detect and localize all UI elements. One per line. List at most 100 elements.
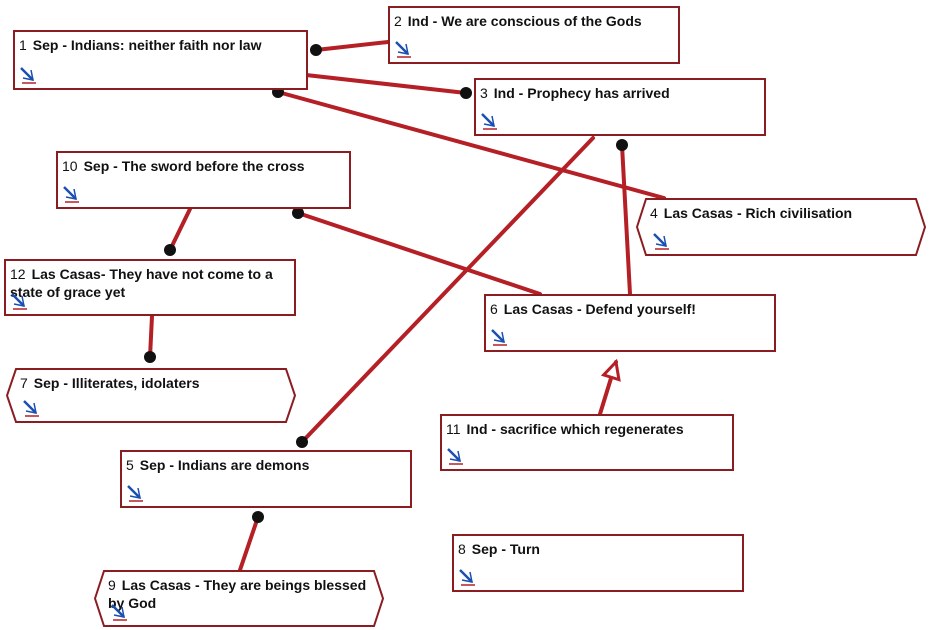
argument-node-5[interactable]: 5 Sep - Indians are demons: [120, 450, 412, 508]
link-line: [300, 136, 595, 444]
node-frame: [440, 414, 734, 471]
argument-node-6[interactable]: 6 Las Casas - Defend yourself!: [484, 294, 776, 352]
node-type-icon: [395, 41, 411, 58]
node-type-icon: [491, 329, 507, 346]
argument-node-3[interactable]: 3 Ind - Prophecy has arrived: [474, 78, 766, 136]
node-number: 9: [108, 577, 116, 593]
node-type-icon: [459, 569, 475, 586]
link-end-dot: [616, 139, 628, 151]
node-type-icon: [20, 67, 36, 84]
node-text: Sep - The sword before the cross: [83, 158, 305, 174]
node-frame: [474, 78, 766, 136]
node-text: Sep - Indians are demons: [139, 457, 310, 473]
link-n2-n1[interactable]: [310, 40, 390, 56]
link-n10-n12[interactable]: [164, 207, 192, 256]
node-number: 12: [10, 266, 26, 282]
link-n3-n5[interactable]: [296, 136, 595, 448]
argument-node-7[interactable]: 7 Sep - Illiterates, idolaters: [6, 368, 296, 423]
node-number: 2: [394, 13, 402, 29]
node-frame: [484, 294, 776, 352]
node-frame: [388, 6, 680, 64]
node-number: 11: [446, 421, 461, 437]
argument-node-1[interactable]: 1 Sep - Indians: neither faith nor law: [13, 30, 308, 90]
node-label: 11 Ind - sacrifice which regenerates: [446, 420, 724, 438]
node-frame: [452, 534, 744, 592]
node-frame: [56, 151, 351, 209]
node-text: Las Casas - Rich civilisation: [663, 205, 853, 221]
node-number: 5: [126, 457, 134, 473]
node-label: 4 Las Casas - Rich civilisation: [650, 204, 916, 222]
node-label: 6 Las Casas - Defend yourself!: [490, 300, 766, 318]
node-label: 3 Ind - Prophecy has arrived: [480, 84, 756, 102]
link-end-dot: [252, 511, 264, 523]
link-line: [620, 143, 632, 296]
link-end-dot: [460, 87, 472, 99]
node-text: Ind - Prophecy has arrived: [493, 85, 670, 101]
link-end-dot: [296, 436, 308, 448]
node-frame: [13, 30, 308, 90]
link-line: [296, 211, 542, 296]
link-line: [238, 515, 260, 572]
node-type-icon: [447, 448, 463, 465]
node-label: 2 Ind - We are conscious of the Gods: [394, 12, 670, 30]
node-text: Ind - We are conscious of the Gods: [407, 13, 642, 29]
node-text: Las Casas- They have not come to a state…: [10, 266, 273, 300]
node-frame: [6, 368, 296, 423]
node-label: 10 Sep - The sword before the cross: [62, 157, 341, 175]
node-text: Sep - Illiterates, idolaters: [33, 375, 200, 391]
link-end-dot: [144, 351, 156, 363]
argument-node-10[interactable]: 10 Sep - The sword before the cross: [56, 151, 351, 209]
link-n6-n10[interactable]: [292, 207, 542, 296]
link-line: [148, 314, 154, 359]
node-frame: [94, 570, 384, 627]
node-text: Las Casas - They are beings blessed by G…: [108, 577, 367, 611]
node-frame: [636, 198, 926, 256]
link-n1-n3[interactable]: [304, 73, 472, 99]
link-n11-n6[interactable]: [598, 358, 621, 416]
node-text: Ind - sacrifice which regenerates: [466, 421, 684, 437]
link-n9-n5[interactable]: [238, 511, 264, 572]
node-number: 4: [650, 205, 658, 221]
link-end-dot: [310, 44, 322, 56]
node-frame: [120, 450, 412, 508]
node-type-icon: [63, 186, 79, 203]
node-text: Sep - Turn: [471, 541, 540, 557]
link-line: [276, 90, 666, 200]
link-end-arrow: [600, 358, 621, 382]
node-type-icon: [111, 604, 127, 621]
node-number: 7: [20, 375, 28, 391]
node-type-icon: [23, 400, 39, 417]
node-type-icon: [481, 113, 497, 130]
link-end-dot: [164, 244, 176, 256]
node-type-icon: [11, 293, 27, 310]
node-label: 1 Sep - Indians: neither faith nor law: [19, 36, 298, 54]
node-text: Las Casas - Defend yourself!: [503, 301, 696, 317]
node-number: 1: [19, 37, 27, 53]
link-line: [304, 73, 468, 95]
node-number: 3: [480, 85, 488, 101]
argument-node-4[interactable]: 4 Las Casas - Rich civilisation: [636, 198, 926, 256]
node-text: Sep - Indians: neither faith nor law: [32, 37, 262, 53]
node-number: 10: [62, 158, 78, 174]
link-line: [314, 40, 390, 52]
node-frame: [4, 259, 296, 316]
node-type-icon: [653, 233, 669, 250]
node-type-icon: [127, 485, 143, 502]
node-label: 7 Sep - Illiterates, idolaters: [20, 374, 286, 392]
link-n12-n7[interactable]: [144, 314, 156, 363]
link-n6-n3[interactable]: [616, 139, 632, 296]
argument-node-2[interactable]: 2 Ind - We are conscious of the Gods: [388, 6, 680, 64]
argument-node-11[interactable]: 11 Ind - sacrifice which regenerates: [440, 414, 734, 471]
node-label: 5 Sep - Indians are demons: [126, 456, 402, 474]
link-end-dot: [292, 207, 304, 219]
link-line: [168, 207, 192, 252]
node-number: 6: [490, 301, 498, 317]
